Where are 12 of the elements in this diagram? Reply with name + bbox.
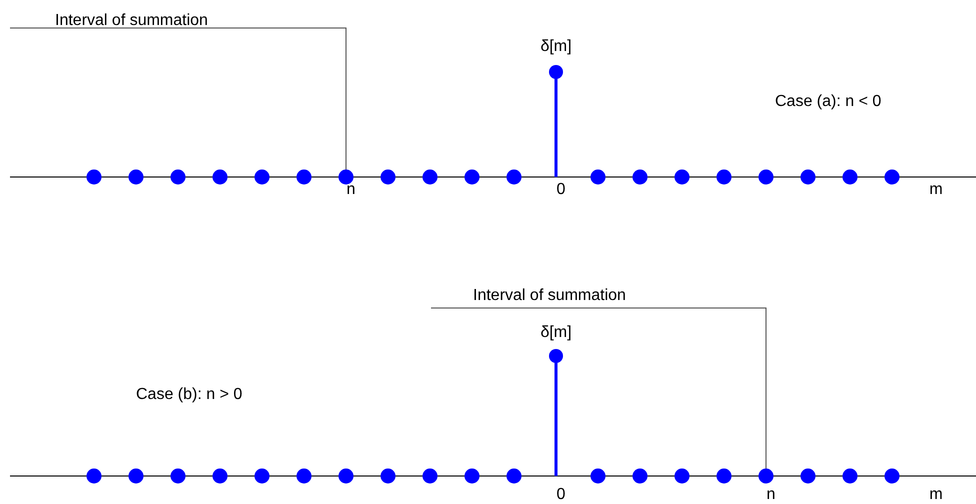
axis-label: m [929,181,943,199]
signal-label: δ[m] [540,38,572,56]
bracket-label: Interval of summation [55,12,208,30]
axis-tick-label: 0 [556,486,566,504]
axis-tick-label: n [346,181,356,199]
axis-tick-label: n [766,486,776,504]
bracket-label: Interval of summation [473,287,626,305]
case-label: Case (a): n < 0 [775,93,882,111]
axis-label: m [929,486,943,504]
case-label: Case (b): n > 0 [136,386,242,404]
signal-label: δ[m] [540,324,572,342]
axis-tick-label: 0 [556,181,566,199]
